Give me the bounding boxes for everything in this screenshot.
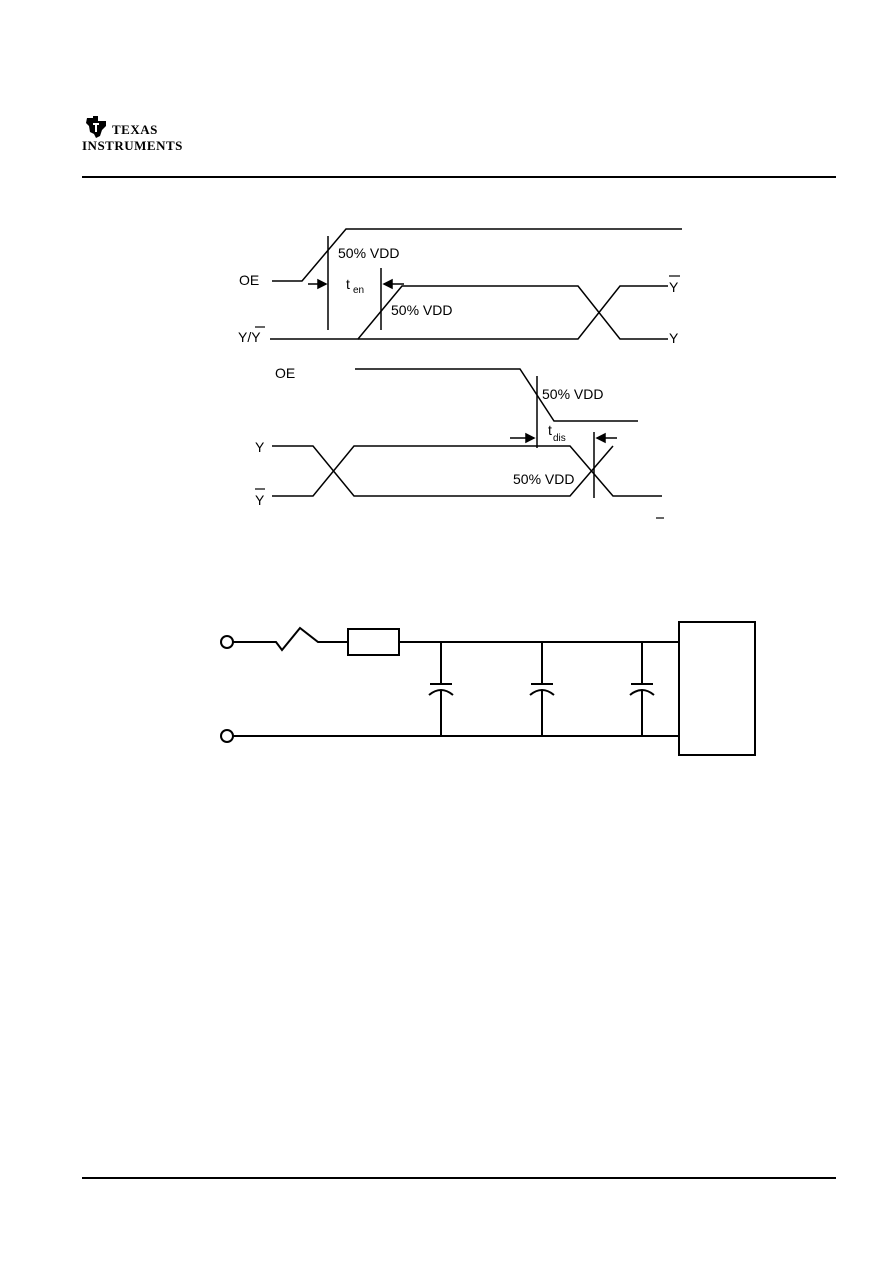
ten-subscript: en [353,285,364,296]
header-rule [82,176,836,178]
y-right-label: Y [669,330,679,346]
y-threshold-label: 50% VDD [391,302,452,318]
oe-disable-label: OE [275,365,295,381]
y-disable-label: Y [255,439,265,455]
ten-label: t [346,276,350,292]
ybar-disable-waveform [272,445,662,497]
logo-text-texas: Texas [112,122,158,137]
ferrite-bead [233,626,348,652]
oe-threshold-label: 50% VDD [338,245,399,261]
ground-terminal [220,729,234,743]
ybar-disable-label: Y [255,492,265,508]
y-enable-rising [270,285,668,340]
ten-arrowhead-left [317,278,328,290]
oe-enable-waveform [272,228,682,282]
logo-text-instruments: Instruments [82,138,183,153]
y-enable-low [358,285,668,340]
y-ybar-label: Y/Y [238,329,261,345]
capacitor [428,642,454,736]
tdis-arrowhead-right [595,432,606,444]
capacitor [629,642,655,736]
tdis-label: t [548,422,552,438]
ti-state-logo-icon [86,116,106,138]
ybar-right-label: Y [669,279,679,295]
timing-diagram: OE 50% VDD t en 50% VDD Y/Y Y Y OE 50% V… [238,228,682,519]
tdis-arrowhead-left [525,432,536,444]
tdis-subscript: dis [553,433,566,444]
oe-enable-label: OE [239,272,259,288]
capacitor [529,642,555,736]
footer-rule [82,1177,836,1179]
ten-arrowhead-right [382,278,393,290]
resistor [347,628,400,656]
power-filter-circuit [220,621,756,756]
load-block [678,621,756,756]
oe-dis-threshold-label: 50% VDD [542,386,603,402]
y-dis-threshold-label: 50% VDD [513,471,574,487]
y-disable-waveform [272,445,614,497]
ti-logo: Texas Instruments [82,112,202,156]
input-terminal [220,635,234,649]
